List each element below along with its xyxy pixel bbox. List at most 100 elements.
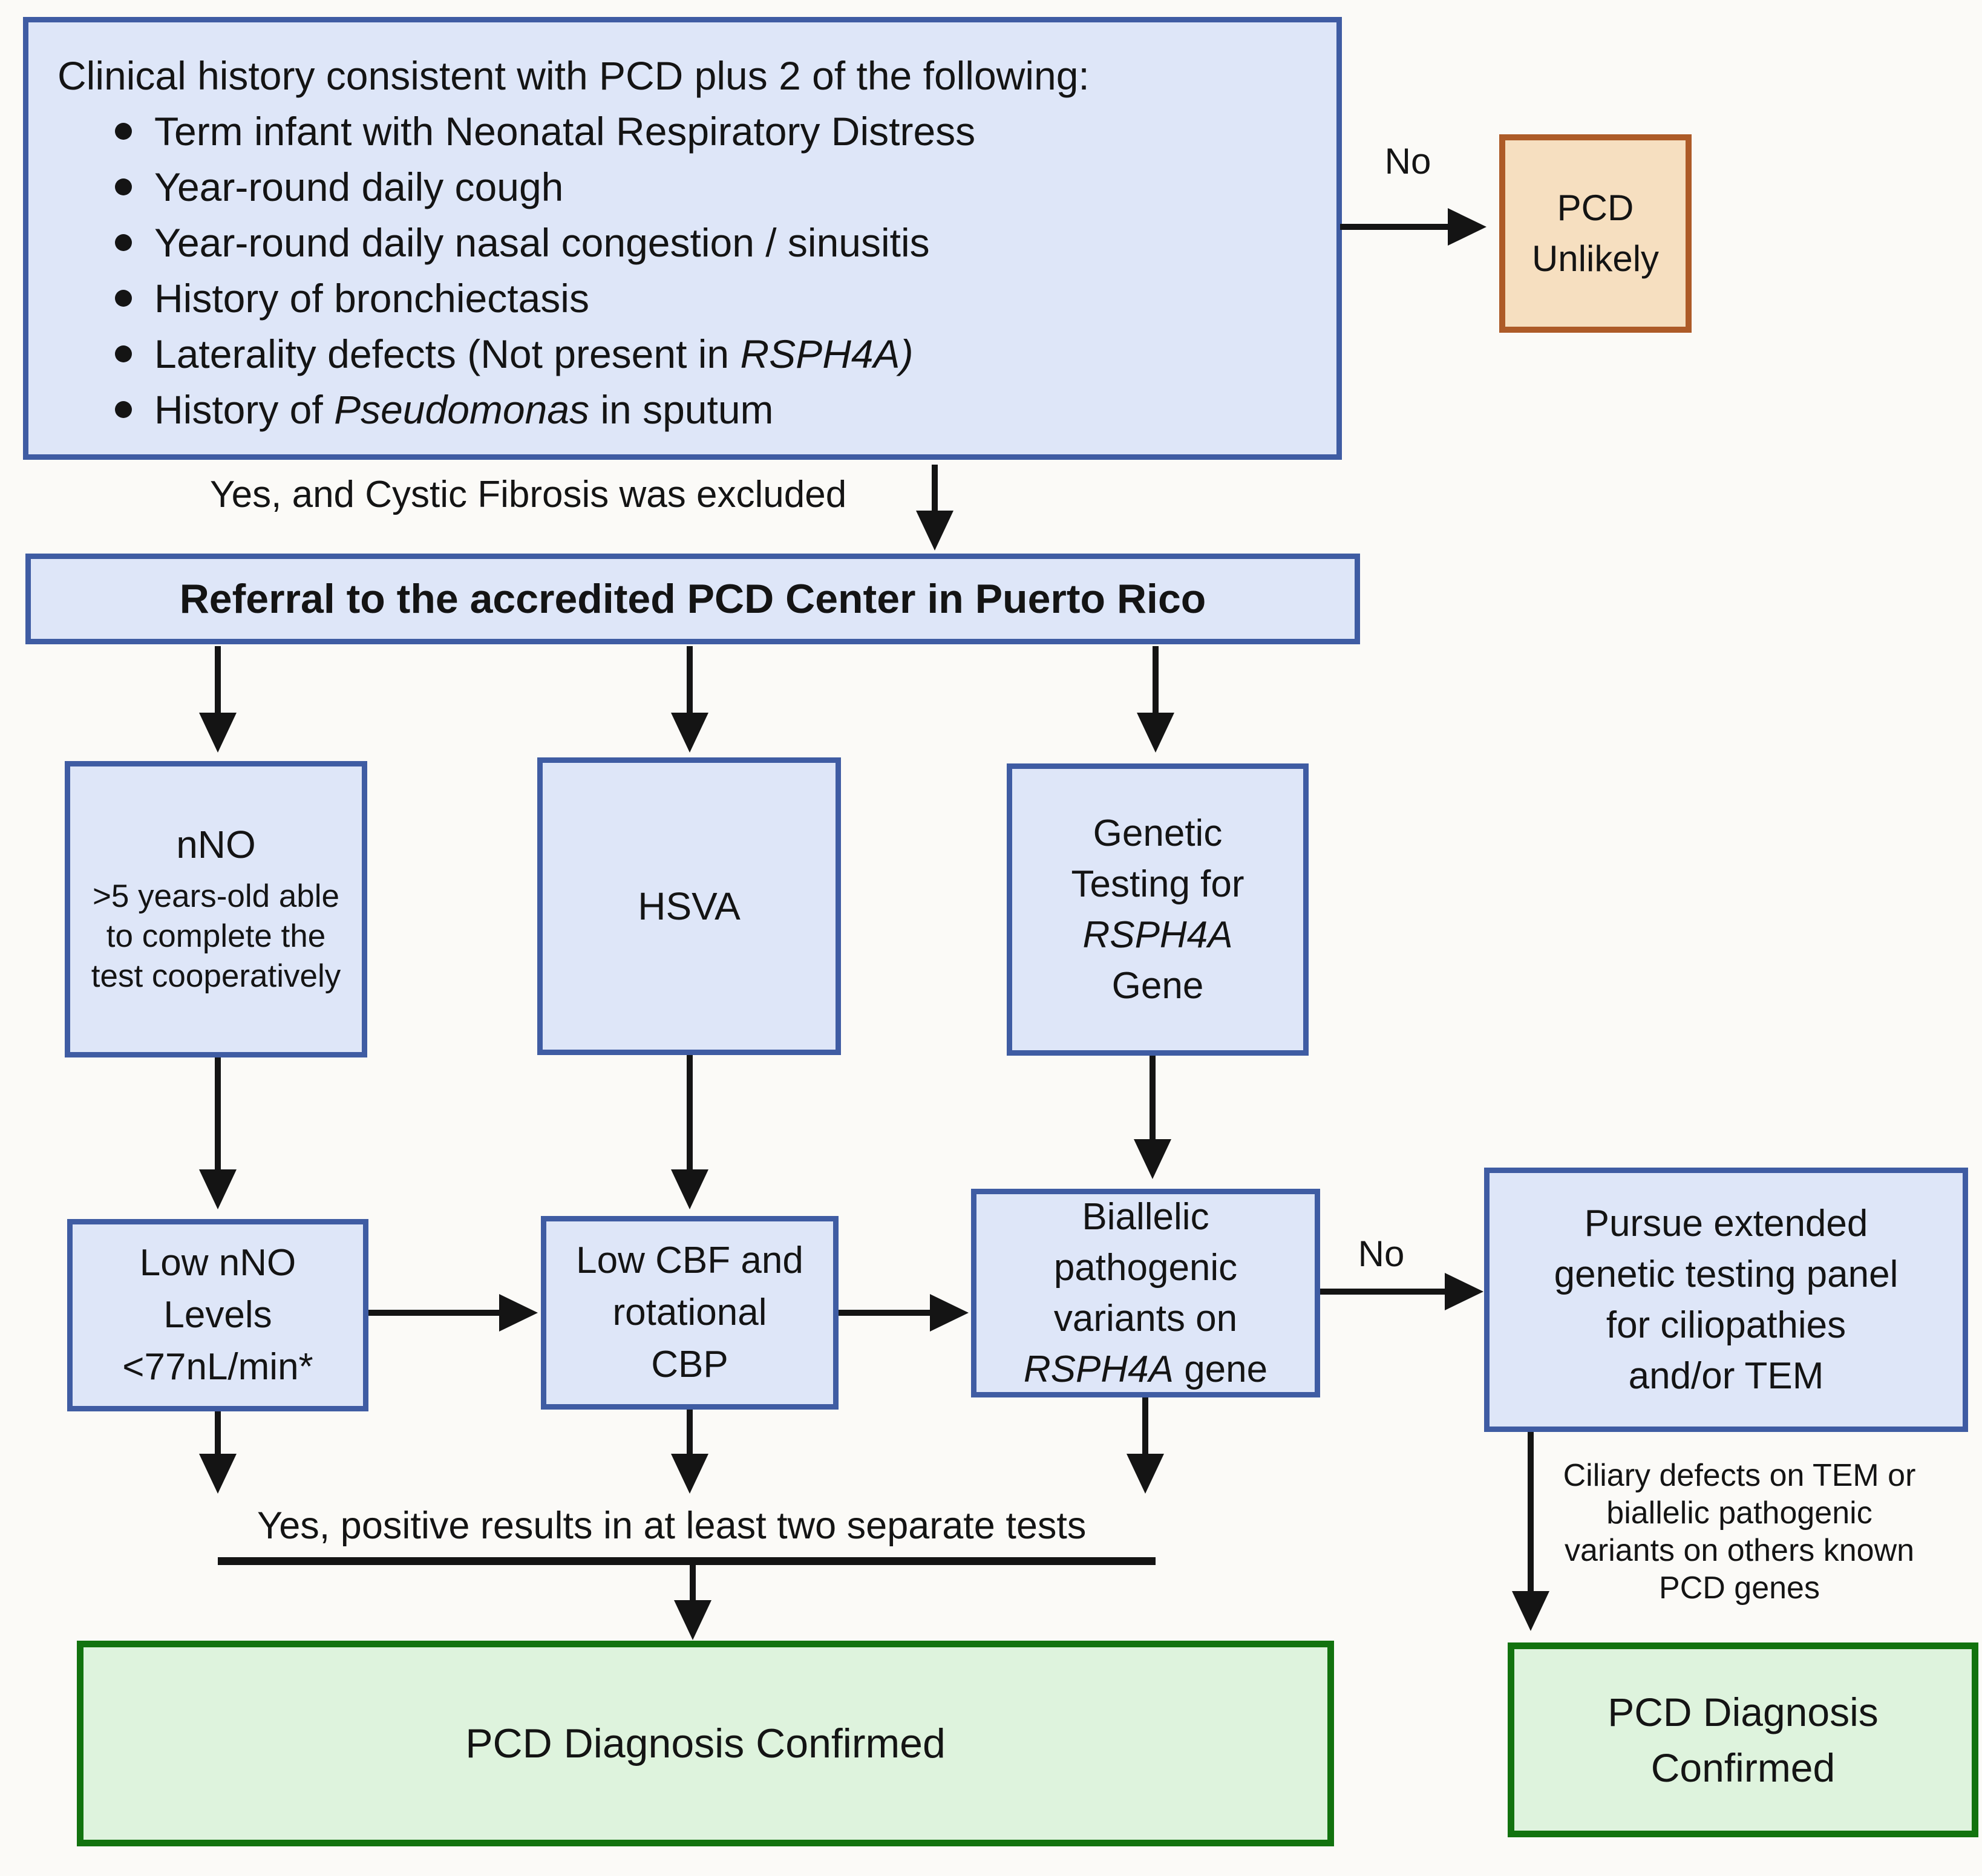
box-text-line: PCD Diagnosis Confirmed <box>465 1721 946 1767</box>
criteria-item-nasal-congestion: Year-round daily nasal congestion / sinu… <box>57 215 930 270</box>
arrow-shaft <box>687 1055 693 1169</box>
arrow-shaft <box>932 465 938 511</box>
box-text-line: for ciliopathies <box>1606 1304 1846 1346</box>
clinical-criteria-box: Clinical history consistent with PCD plu… <box>23 17 1342 460</box>
box-text-line: Levels <box>163 1294 272 1336</box>
gene-name-italic: RSPH4A <box>1082 913 1233 956</box>
low-cbf-cbp-box: Low CBF and rotational CBP <box>541 1216 839 1410</box>
genetic-testing-box: Genetic Testing for RSPH4A Gene <box>1007 763 1309 1056</box>
bullet-text: Term infant with Neonatal Respiratory Di… <box>154 109 976 154</box>
arrow-shaft <box>690 1565 696 1600</box>
arrow-head-right-icon <box>1445 1273 1483 1310</box>
arrow-head-down-icon <box>671 1454 708 1494</box>
clinical-criteria-title: Clinical history consistent with PCD plu… <box>57 53 1090 98</box>
hsva-test-box: HSVA <box>537 757 841 1055</box>
arrow-head-down-icon <box>916 511 953 551</box>
arrow-head-down-icon <box>199 713 237 753</box>
referral-text: Referral to the accredited PCD Center in… <box>179 576 1206 622</box>
note-text-line: PCD genes <box>1659 1570 1820 1606</box>
arrow-shaft <box>1528 1432 1534 1591</box>
box-text-line: variants on <box>1053 1297 1238 1339</box>
box-text-line: CBP <box>651 1344 728 1385</box>
ciliary-defects-note: Ciliary defects on TEM or biallelic path… <box>1540 1457 1939 1607</box>
no-branch-label-top: No <box>1384 141 1431 181</box>
box-text-line: Unlikely <box>1531 238 1660 279</box>
low-nno-levels-box: Low nNO Levels <77nL/min* <box>67 1219 368 1411</box>
box-text-line: RSPH4A gene <box>1024 1344 1267 1395</box>
arrow-shaft <box>1150 1056 1156 1139</box>
box-text-line: <77nL/min* <box>122 1346 313 1388</box>
criteria-item-neonatal-distress: Term infant with Neonatal Respiratory Di… <box>57 103 975 159</box>
criteria-item-pseudomonas: History of Pseudomonas in sputum <box>57 382 774 437</box>
arrow-head-right-icon <box>499 1294 538 1332</box>
arrow-head-down-icon <box>1512 1591 1549 1631</box>
box-text-line: genetic testing panel <box>1554 1253 1899 1295</box>
box-text-line: Testing for <box>1071 863 1244 905</box>
bullet-text: History of <box>154 387 335 432</box>
box-text-line: gene <box>1173 1348 1268 1390</box>
arrow-shaft <box>1340 224 1449 230</box>
box-text-line: Pursue extended <box>1584 1202 1868 1244</box>
box-text-line: PCD <box>1557 188 1634 228</box>
arrow-shaft <box>687 646 693 713</box>
arrow-head-down-icon <box>199 1454 237 1494</box>
arrow-head-down-icon <box>199 1169 237 1209</box>
box-text-line: test cooperatively <box>91 958 341 994</box>
diagnosis-confirmed-box-left: PCD Diagnosis Confirmed <box>77 1641 1334 1846</box>
nno-test-box: nNO >5 years-old able to complete the te… <box>65 761 367 1057</box>
box-text-line: to complete the <box>106 918 326 954</box>
pcd-unlikely-box: PCD Unlikely <box>1499 134 1692 333</box>
species-name-italic: Pseudomonas <box>334 387 590 432</box>
box-text-line: Gene <box>1111 964 1204 1007</box>
bullet-text: Year-round daily cough <box>154 165 564 209</box>
criteria-item-daily-cough: Year-round daily cough <box>57 159 563 215</box>
box-text-line: Low CBF and <box>576 1240 803 1281</box>
box-title: HSVA <box>638 884 741 928</box>
arrow-shaft <box>215 1411 221 1454</box>
arrow-shaft <box>687 1410 693 1454</box>
box-text-line: rotational <box>612 1292 767 1333</box>
diagnosis-confirmed-box-right: PCD Diagnosis Confirmed <box>1508 1642 1978 1837</box>
arrow-shaft <box>215 1057 221 1169</box>
biallelic-variants-box: Biallelic pathogenic variants on RSPH4A … <box>971 1189 1320 1397</box>
bullet-text: in sputum <box>589 387 774 432</box>
arrow-head-down-icon <box>1127 1454 1164 1494</box>
arrow-shaft <box>215 646 221 713</box>
criteria-item-laterality-defects: Laterality defects (Not present in RSPH4… <box>57 326 914 382</box>
box-text-line: Genetic <box>1093 812 1223 854</box>
box-text-line: PCD Diagnosis <box>1608 1690 1879 1734</box>
arrow-shaft <box>839 1310 932 1316</box>
arrow-head-right-icon <box>930 1294 969 1332</box>
bullet-text: Year-round daily nasal congestion / sinu… <box>154 220 930 265</box>
box-text-line: >5 years-old able <box>92 878 340 914</box>
box-title: nNO <box>176 823 256 866</box>
criteria-item-bronchiectasis: History of bronchiectasis <box>57 270 589 326</box>
arrow-shaft <box>1142 1397 1148 1454</box>
no-branch-label-mid: No <box>1358 1234 1405 1274</box>
box-text-line: pathogenic <box>1053 1246 1238 1289</box>
arrow-head-down-icon <box>671 1169 708 1209</box>
arrow-head-down-icon <box>1134 1139 1171 1179</box>
box-text-line: Low nNO <box>139 1242 296 1284</box>
junction-line <box>218 1557 1156 1565</box>
yes-cf-excluded-label: Yes, and Cystic Fibrosis was excluded <box>210 474 847 515</box>
note-text-line: biallelic pathogenic <box>1606 1495 1872 1531</box>
note-text-line: Ciliary defects on TEM or <box>1563 1458 1916 1493</box>
gene-name-italic: RSPH4A <box>1023 1348 1174 1390</box>
extended-testing-box: Pursue extended genetic testing panel fo… <box>1484 1168 1968 1432</box>
yes-two-tests-label: Yes, positive results in at least two se… <box>257 1505 1087 1547</box>
box-text-line: Confirmed <box>1650 1745 1836 1790</box>
arrow-shaft <box>1153 646 1159 713</box>
box-text-line: and/or TEM <box>1628 1355 1824 1397</box>
arrow-shaft <box>368 1310 502 1316</box>
note-text-line: variants on others known <box>1564 1533 1915 1568</box>
gene-name-italic: RSPH4A) <box>740 332 914 376</box>
bullet-text: History of bronchiectasis <box>154 276 589 321</box>
arrow-head-down-icon <box>671 713 708 753</box>
referral-box: Referral to the accredited PCD Center in… <box>25 554 1360 644</box>
bullet-text: Laterality defects (Not present in <box>154 332 741 376</box>
arrow-head-down-icon <box>674 1600 711 1640</box>
box-text-line: Biallelic <box>1082 1195 1209 1238</box>
arrow-head-down-icon <box>1137 713 1174 753</box>
